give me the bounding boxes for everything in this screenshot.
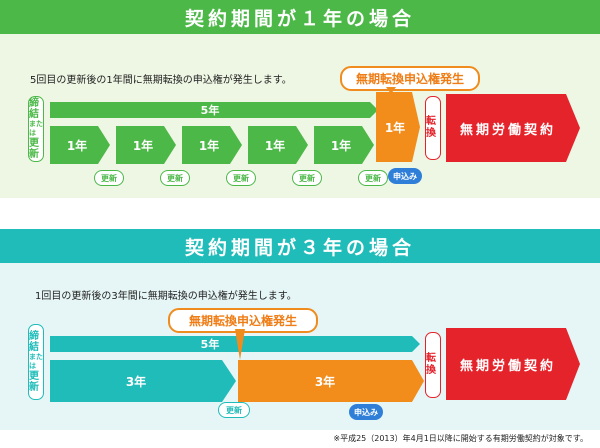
section2-callout: 無期転換申込権発生 [168,308,318,333]
section1-indefinite-label: 無期労働契約 [459,122,556,138]
section1-title-banner: 契約期間が１年の場合 [0,0,600,34]
section1-year-label-1: 1年 [66,138,88,153]
section2-callout-pointer [235,329,245,360]
section1-renewal-1: 更新 [94,170,124,186]
section1-year-arrow-2 [116,126,176,164]
section1-callout: 無期転換申込権発生 [340,66,480,91]
section2-first-term-label: 3年 [125,374,147,389]
section2-first-term-arrow [50,360,236,402]
section1-description: 5回目の更新後の1年間に無期転換の申込権が発生します。 [30,75,292,86]
section2-second-term-arrow [238,360,424,402]
section1-year-label-4: 1年 [264,138,286,153]
section1-indefinite-arrow [446,94,580,162]
section2-description: 1回目の更新後の3年間に無期転換の申込権が発生します。 [35,291,297,302]
section2-indefinite-label: 無期労働契約 [459,358,556,374]
section1-year-label-2: 1年 [132,138,154,153]
footnote: ※平成25（2013）年4月1日以降に開始する有期労働契約が対象です。 [333,434,588,443]
section2-title: 契約期間が３年の場合 [184,236,415,259]
section1-renewal-3: 更新 [226,170,256,186]
section2-total-bar [50,336,420,352]
section2-title-banner: 契約期間が３年の場合 [0,229,600,263]
section2-renewal: 更新 [218,402,250,418]
section1-title: 契約期間が１年の場合 [184,7,415,30]
section1-year-arrow-5 [314,126,374,164]
section1-total-bar [50,102,378,118]
section2-total-label: 5年 [200,338,220,351]
section1-year-arrow-1 [50,126,110,164]
section2-conversion-label: 転換 [425,332,441,398]
section1-renewal-5: 更新 [358,170,388,186]
section1-year-arrow-4 [248,126,308,164]
section1-year-label-3: 1年 [198,138,220,153]
section1-renewal-2: 更新 [160,170,190,186]
section2-second-term-label: 3年 [314,374,336,389]
section1-total-label: 5年 [200,104,220,117]
section1-final-year-label: 1年 [384,120,406,135]
section1-application: 申込み [388,168,422,184]
section1-renewal-4: 更新 [292,170,322,186]
section2-contract-label: 締結 または 更新 [28,324,44,400]
section1-conversion-label: 転換 [425,96,441,160]
section2-indefinite-arrow [446,328,580,400]
section1-year-label-5: 1年 [330,138,352,153]
section1-year-arrow-3 [182,126,242,164]
section1-contract-label: 締結 または 更新 [28,96,44,162]
section1-final-year-arrow [376,92,420,162]
section2-application: 申込み [349,404,383,420]
section1-callout-pointer [386,87,396,94]
